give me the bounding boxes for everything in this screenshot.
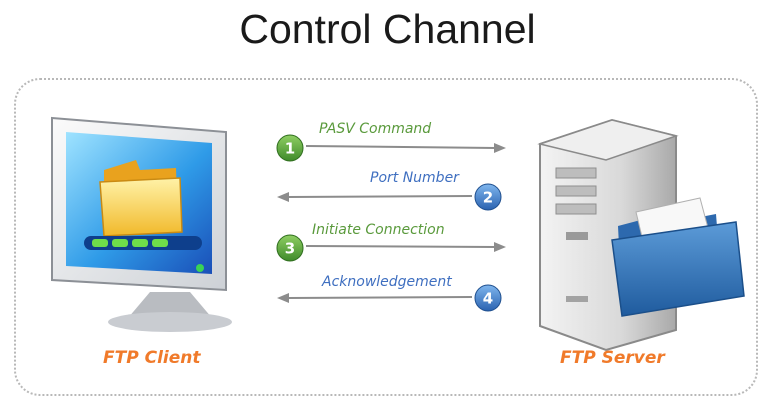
step-4-number: 4 xyxy=(483,290,493,308)
monitor-folder-icon xyxy=(51,116,232,332)
arrow-1 xyxy=(305,143,506,153)
step-3-badge: 3 xyxy=(276,234,304,262)
step-4-badge: 4 xyxy=(474,284,502,312)
server-label: FTP Server xyxy=(560,348,665,368)
step-1-badge: 1 xyxy=(276,134,304,162)
step-2-label: Port Number xyxy=(370,170,459,186)
step-1-label: PASV Command xyxy=(319,121,432,137)
arrow-4 xyxy=(277,293,473,303)
server-folder-icon xyxy=(537,118,745,352)
client-label: FTP Client xyxy=(103,348,201,368)
diagram-title: Control Channel xyxy=(239,6,536,52)
step-3-label: Initiate Connection xyxy=(312,222,445,238)
step-3-number: 3 xyxy=(285,240,295,258)
arrow-3 xyxy=(305,242,506,252)
diagram-frame xyxy=(14,78,758,396)
step-1-number: 1 xyxy=(285,140,295,158)
step-4-label: Acknowledgement xyxy=(322,274,452,290)
step-2-number: 2 xyxy=(483,189,493,207)
step-2-badge: 2 xyxy=(474,183,502,211)
arrow-2 xyxy=(277,192,473,202)
